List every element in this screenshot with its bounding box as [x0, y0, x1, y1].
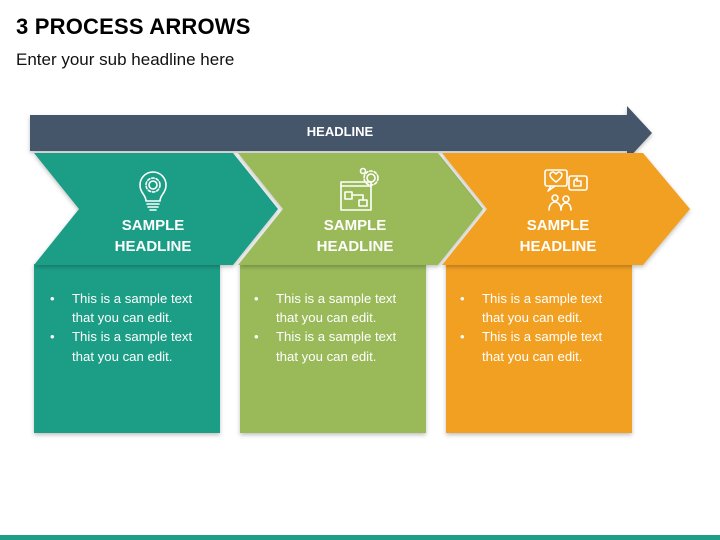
step-1-bullet: This is a sample text that you can edit.	[48, 327, 198, 365]
bottom-accent-bar	[0, 535, 720, 540]
step-2-title-line1: SAMPLE	[323, 217, 387, 234]
step-3-bullet: This is a sample text that you can edit.	[458, 327, 608, 365]
step-1-chevron	[34, 153, 278, 265]
step-2-bullet: This is a sample text that you can edit.	[252, 327, 402, 365]
page-title: 3 PROCESS ARROWS	[16, 14, 251, 39]
headline-label: HEADLINE	[306, 124, 374, 139]
step-2-chevron	[238, 153, 483, 265]
step-1-title-line2: HEADLINE	[114, 238, 192, 255]
step-2-bullets: This is a sample text that you can edit.…	[252, 289, 402, 366]
step-1-bullet: This is a sample text that you can edit.	[48, 289, 198, 327]
step-1-title: SAMPLE HEADLINE	[78, 215, 228, 257]
blueprint-gear-icon	[340, 167, 379, 211]
lightbulb-gear-icon	[139, 171, 167, 211]
social-feedback-icon	[544, 169, 588, 211]
step-2-bullet: This is a sample text that you can edit.	[252, 289, 402, 327]
step-3-title-line1: SAMPLE	[526, 217, 590, 234]
step-3-title-line2: HEADLINE	[519, 238, 597, 255]
step-1-title-line1: SAMPLE	[121, 217, 185, 234]
page-subtitle: Enter your sub headline here	[16, 50, 235, 69]
headline-arrow	[30, 106, 652, 160]
step-2-title-line2: HEADLINE	[316, 238, 394, 255]
step-3-chevron	[442, 153, 690, 265]
step-2-title: SAMPLE HEADLINE	[280, 215, 430, 257]
step-3-title: SAMPLE HEADLINE	[483, 215, 633, 257]
step-3-bullet: This is a sample text that you can edit.	[458, 289, 608, 327]
step-1-bullets: This is a sample text that you can edit.…	[48, 289, 198, 366]
step-3-bullets: This is a sample text that you can edit.…	[458, 289, 608, 366]
